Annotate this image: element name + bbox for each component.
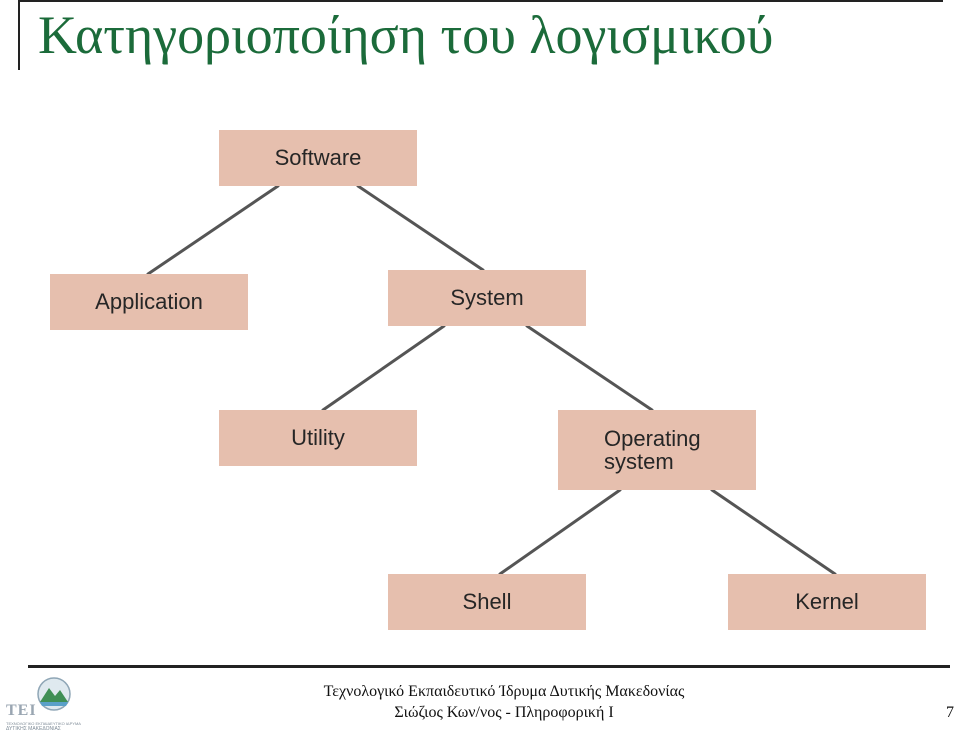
mountain-emblem-icon xyxy=(37,677,71,711)
node-shell: Shell xyxy=(388,574,586,630)
node-utility-label: Utility xyxy=(291,425,345,451)
slide-frame-top xyxy=(18,0,943,2)
edge-software-application xyxy=(146,184,280,276)
footer-institution: Τεχνολογικό Εκπαιδευτικό Ίδρυμα Δυτικής … xyxy=(323,683,685,700)
edge-system-operating-system xyxy=(525,324,654,412)
node-application-label: Application xyxy=(95,289,203,315)
node-application: Application xyxy=(50,274,248,330)
footer-rule xyxy=(28,665,950,668)
node-operating-system-label: Operating system xyxy=(604,425,701,474)
edge-system-utility xyxy=(321,324,446,412)
logo-text: TEI xyxy=(6,702,37,719)
node-kernel-label: Kernel xyxy=(795,589,859,615)
edge-software-system xyxy=(356,184,485,272)
node-kernel: Kernel xyxy=(728,574,926,630)
node-operating-system: Operating system xyxy=(558,410,756,490)
edge-operating-system-shell xyxy=(498,488,622,576)
node-system-label: System xyxy=(450,285,524,311)
node-shell-label: Shell xyxy=(462,589,512,615)
logo-subtitle-1: ΤΕΧΝΟΛΟΓΙΚΟ ΕΚΠΑΙΔΕΥΤΙΚΟ ΙΔΡΥΜΑ xyxy=(6,721,81,726)
node-software-label: Software xyxy=(274,145,362,171)
edge-operating-system-kernel xyxy=(710,488,837,576)
page-number: 7 xyxy=(946,704,954,721)
slide-title: Κατηγοριοποίηση του λογισμικού xyxy=(38,5,774,65)
node-utility: Utility xyxy=(219,410,417,466)
node-system: System xyxy=(388,270,586,326)
footer-author-course: Σιώζιος Κων/νος - Πληροφορική Ι xyxy=(394,704,614,721)
logo-subtitle-2: ΔΥΤΙΚΗΣ ΜΑΚΕΔΟΝΙΑΣ xyxy=(6,726,61,732)
institution-logo: TEI ΤΕΧΝΟΛΟΓΙΚΟ ΕΚΠΑΙΔΕΥΤΙΚΟ ΙΔΡΥΜΑ ΔΥΤΙ… xyxy=(2,676,81,732)
slide-frame-left xyxy=(18,0,20,70)
node-software: Software xyxy=(219,130,417,186)
